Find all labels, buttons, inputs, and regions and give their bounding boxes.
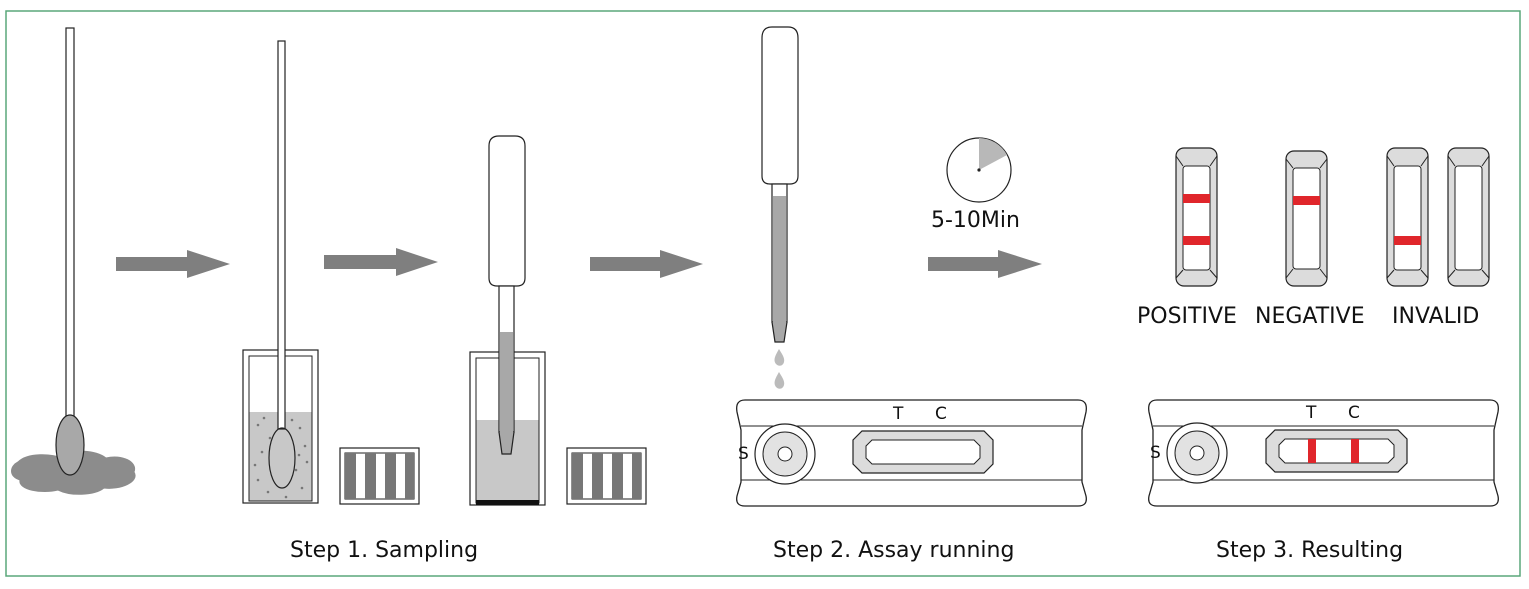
result-label-invalid: INVALID <box>1392 304 1480 329</box>
step-3-label: Step 3. Resulting <box>1216 538 1404 563</box>
cassette-control-line <box>1351 439 1359 463</box>
tube-rack-1 <box>339 447 420 505</box>
positive-test-line <box>1183 236 1210 245</box>
swab-stick-in-tube <box>277 40 286 430</box>
test-cassette-step2 <box>736 399 1087 507</box>
process-arrows <box>116 248 1042 278</box>
swab-on-sample-illustration <box>11 27 136 495</box>
cassette2-t-label: T <box>1306 403 1317 423</box>
arrow-4 <box>928 250 1042 278</box>
sample-drop-2 <box>774 372 785 389</box>
swab-in-tube-illustration <box>242 40 319 504</box>
cassette2-c-label: C <box>1348 403 1360 423</box>
tube-particles <box>253 416 309 499</box>
tube-rack-2 <box>566 447 647 505</box>
swab-tip <box>55 414 85 476</box>
swab-stick <box>65 27 75 419</box>
sample-drop-1 <box>774 349 785 366</box>
dropper-dispensing-illustration <box>761 26 799 389</box>
cassette-test-line <box>1308 439 1316 463</box>
step-1-label: Step 1. Sampling <box>290 538 479 563</box>
swab-tip-in-tube <box>268 427 296 489</box>
result-strip-invalid-1 <box>1386 147 1429 287</box>
step-2-label: Step 2. Assay running <box>773 538 1015 563</box>
clock-icon <box>946 137 1012 203</box>
dropper2-bulb <box>761 26 799 185</box>
positive-control-line <box>1183 194 1210 203</box>
test-cassette-step3 <box>1148 399 1499 507</box>
arrow-2 <box>324 248 438 276</box>
dropper-in-tube-illustration <box>469 135 546 506</box>
cassette-s-label: S <box>738 444 749 464</box>
arrow-1 <box>116 250 230 278</box>
negative-control-line <box>1293 196 1320 205</box>
dropper-bulb <box>488 135 526 287</box>
result-label-positive: POSITIVE <box>1137 304 1237 329</box>
result-strip-negative <box>1285 150 1328 287</box>
cassette2-s-label: S <box>1150 443 1161 463</box>
cassette-c-label: C <box>935 404 947 424</box>
result-label-negative: NEGATIVE <box>1255 304 1365 329</box>
invalid-test-line <box>1394 236 1421 245</box>
arrow-3 <box>590 250 703 278</box>
result-strip-invalid-2 <box>1447 147 1490 287</box>
cassette-t-label: T <box>893 404 904 424</box>
timer-label: 5-10Min <box>931 208 1020 233</box>
result-strip-positive <box>1175 147 1218 287</box>
